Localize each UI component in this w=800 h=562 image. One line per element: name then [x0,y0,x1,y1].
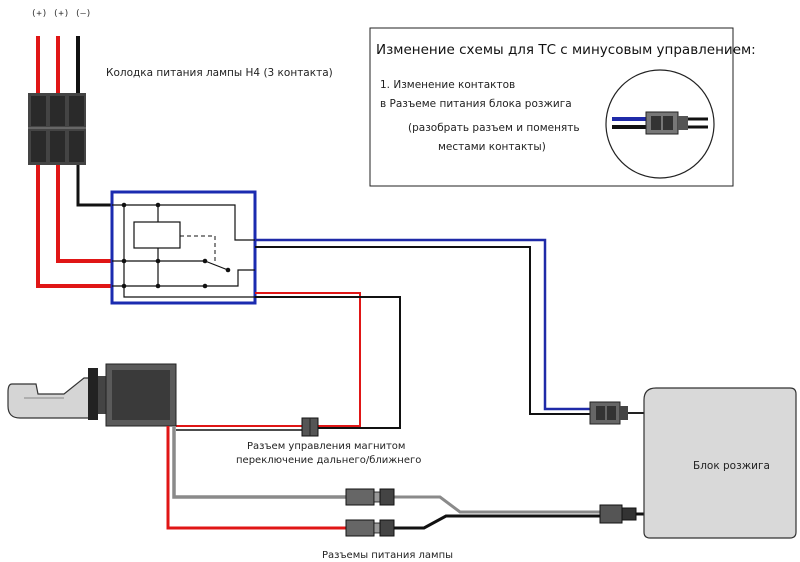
relay-module [110,190,257,305]
magnet-connector-label-2: переключение дальнего/ближнего [236,455,421,466]
info-box-line-2: в Разъеме питания блока розжига [380,98,572,110]
info-box-line-4: местами контакты) [438,141,546,153]
xenon-lamp [7,363,177,427]
lamp-power-wires [166,426,600,530]
polarity-label-left: (+) [31,9,47,19]
info-box-line-3: (разобрать разъем и поменять [408,122,580,134]
h4-output-wires [36,165,112,288]
polarity-label-right: (–) [75,9,91,19]
h4-connector-label: Колодка питания лампы Н4 (3 контакта) [106,67,333,79]
polarity-label-middle: (+) [53,9,69,19]
ignition-unit: Блок розжига [643,387,797,539]
relay-to-magnet-wires [176,292,401,431]
relay-to-unit-wires [255,238,592,415]
ignition-unit-label: Блок розжига [693,460,770,472]
info-box-line-1: 1. Изменение контактов [380,79,515,91]
lamp-connectors-label: Разъемы питания лампы [322,550,453,561]
info-box-title: Изменение схемы для ТС с минусовым управ… [376,42,756,58]
magnet-connector-label-1: Разъем управления магнитом [247,441,405,452]
unit-power-connector [589,401,646,425]
lamp-power-connectors [345,488,646,537]
magnet-control-connector [301,417,319,437]
info-box: Изменение схемы для ТС с минусовым управ… [369,27,756,187]
relay-switch [204,260,229,271]
h4-connector-block [28,93,86,165]
h4-input-wires [36,36,80,95]
relay-coil [133,221,181,249]
